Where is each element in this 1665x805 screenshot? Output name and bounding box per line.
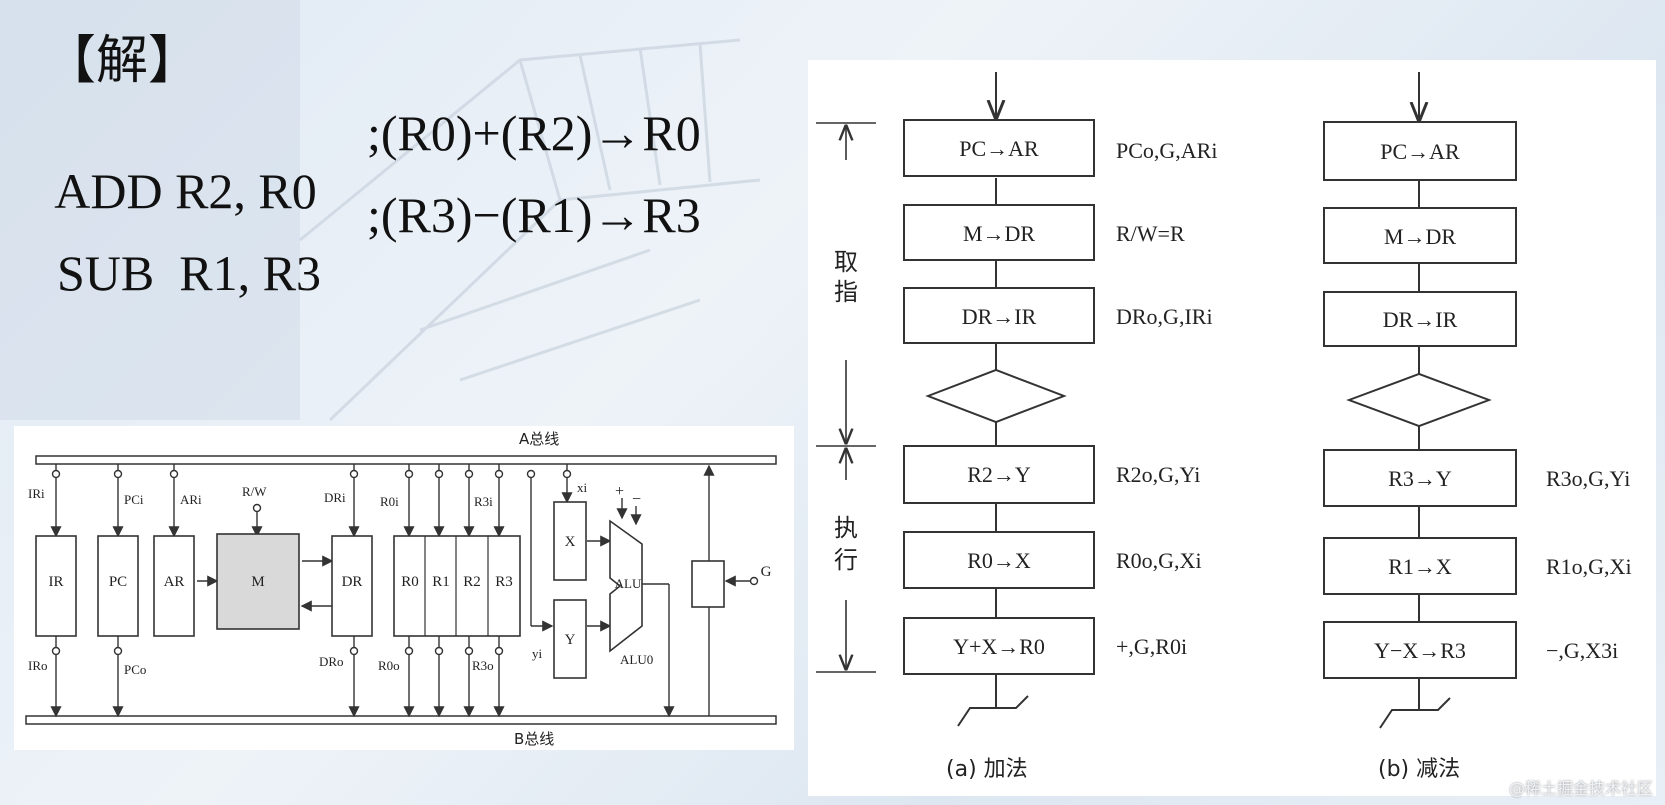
instruction-add-op: ADD R2, R0: [54, 163, 317, 219]
sig-ar-in: ARi: [180, 492, 202, 507]
reg-dr-label: DR: [342, 574, 363, 590]
sig-pc-in: PCi: [124, 492, 144, 507]
add-box-2: [903, 204, 1095, 261]
sig-rw: R/W: [242, 484, 267, 499]
sig-ir-in: IRi: [28, 486, 45, 501]
reg-r3-label: R3: [495, 574, 513, 590]
reg-x-label: X: [565, 534, 576, 550]
watermark: @稀土掘金技术社区: [1508, 779, 1653, 798]
add-step-4: R2→Y: [967, 462, 1031, 487]
sub-step-6: Y−X→R3: [1374, 638, 1466, 663]
add-signal-1: PCo,G,ARi: [1116, 138, 1217, 163]
reg-g-label: G: [761, 564, 772, 580]
bus-a: [35, 455, 777, 465]
reg-ar-label: AR: [164, 574, 185, 590]
reg-pc: [97, 535, 139, 637]
sub-box-6: [1323, 621, 1517, 679]
sig-r3-in: R3i: [474, 494, 493, 509]
sig-dr-in: DRi: [324, 490, 346, 505]
reg-g: [691, 560, 725, 608]
bus-a-label: A总线: [519, 430, 559, 448]
sub-box-5: [1323, 537, 1517, 595]
add-box-5: [903, 531, 1095, 589]
sig-y-in: yi: [532, 646, 543, 661]
instruction-add-comment: ;(R0)+(R2)→R0: [367, 105, 701, 161]
instruction-sub-comment: ;(R3)−(R1)→R3: [367, 187, 701, 243]
reg-ir-label: IR: [49, 574, 64, 590]
sig-ir-out: IRo: [28, 658, 48, 673]
sig-alu-out: ALU0: [620, 652, 653, 667]
add-box-4: [903, 445, 1095, 504]
sub-box-2: [1323, 207, 1517, 264]
reg-pc-label: PC: [109, 574, 127, 590]
instruction-sub-op: SUB R1, R3: [57, 245, 321, 301]
add-signal-5: R0o,G,Xi: [1116, 548, 1202, 573]
instruction-sub: SUB R1, R3 ;(R3)−(R1)→R3: [32, 186, 701, 360]
sub-signal-5: R1o,G,Xi: [1546, 554, 1632, 579]
sub-decision: [1346, 372, 1492, 428]
reg-ar: [153, 535, 195, 637]
reg-r0-label: R0: [401, 574, 419, 590]
bus-b-label: B总线: [514, 730, 554, 748]
add-step-5: R0→X: [967, 548, 1031, 573]
fetch-label-2: 指: [834, 278, 858, 306]
reg-x: [553, 501, 587, 581]
fetch-label-1: 取: [834, 248, 858, 276]
sig-plus: +: [615, 483, 624, 500]
flowchart-panel: 取 指 执 行 PC→AR M→DR DR→IR: [808, 60, 1656, 796]
reg-y-label: Y: [565, 632, 576, 648]
solution-heading: 【解】: [44, 31, 201, 91]
add-box-6: [903, 617, 1095, 675]
datapath-diagram: A总线 B总线: [14, 426, 794, 750]
add-caption: (a) 加法: [946, 757, 1028, 782]
sub-caption: (b) 减法: [1378, 757, 1460, 782]
reg-dr: [331, 535, 373, 637]
sub-step-5: R1→X: [1388, 554, 1452, 579]
sub-box-1: [1323, 121, 1517, 181]
sig-x-in: xi: [577, 480, 588, 495]
reg-r1-label: R1: [432, 574, 450, 590]
sig-r0-in: R0i: [380, 494, 399, 509]
add-box-3: [903, 287, 1095, 344]
reg-r2-label: R2: [463, 574, 481, 590]
exec-label-2: 行: [834, 546, 858, 574]
add-step-3: DR→IR: [962, 304, 1037, 329]
add-step-1: PC→AR: [959, 136, 1039, 161]
add-step-6: Y+X→R0: [953, 634, 1045, 659]
bus-b: [25, 715, 777, 725]
add-signal-2: R/W=R: [1116, 221, 1185, 246]
sig-dr-out: DRo: [319, 654, 344, 669]
sub-signal-4: R3o,G,Yi: [1546, 466, 1630, 491]
add-box-1: [903, 119, 1095, 177]
sub-box-3: [1323, 291, 1517, 347]
add-signal-4: R2o,G,Yi: [1116, 462, 1200, 487]
reg-ir: [35, 535, 77, 637]
sub-box-4: [1323, 449, 1517, 507]
alu: [609, 519, 643, 653]
sub-step-4: R3→Y: [1388, 466, 1452, 491]
add-signal-6: +,G,R0i: [1116, 634, 1187, 659]
sig-minus: −: [632, 491, 641, 508]
memory-m-label: M: [251, 574, 264, 590]
sig-r3-out: R3o: [472, 658, 494, 673]
add-decision: [925, 368, 1067, 424]
sub-step-1: PC→AR: [1380, 139, 1460, 164]
alu-label: ALU: [615, 576, 642, 591]
sub-step-3: DR→IR: [1383, 307, 1458, 332]
memory-m: [216, 533, 300, 630]
sig-r0-out: R0o: [378, 658, 400, 673]
reg-file: [393, 535, 521, 637]
add-signal-3: DRo,G,IRi: [1116, 304, 1213, 329]
add-step-2: M→DR: [963, 221, 1035, 246]
reg-y: [553, 599, 587, 679]
instruction-add: ADD R2, R0 ;(R0)+(R2)→R0: [32, 104, 701, 278]
sig-pc-out: PCo: [124, 662, 146, 677]
exec-label-1: 执: [834, 514, 858, 542]
sub-signal-6: −,G,X3i: [1546, 638, 1618, 663]
sub-step-2: M→DR: [1384, 224, 1456, 249]
